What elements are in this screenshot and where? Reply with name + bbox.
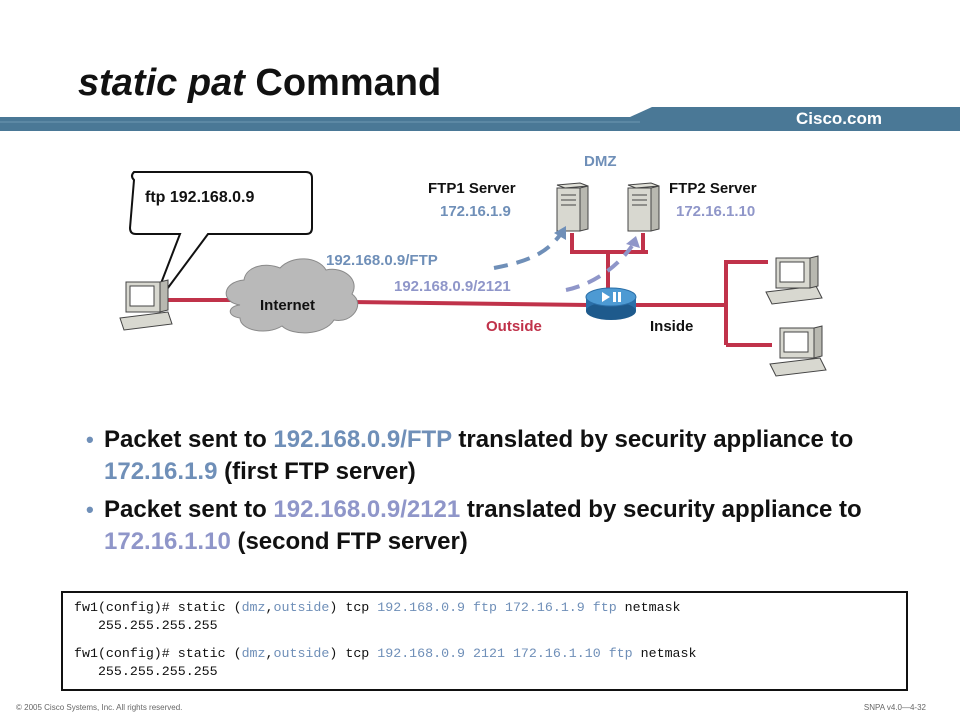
bubble-text: ftp 192.168.0.9	[145, 189, 255, 206]
ftp1-name: FTP1 Server	[428, 180, 516, 197]
client-pc-icon	[119, 279, 173, 331]
inside-pc-1-icon	[765, 255, 823, 305]
internet-cloud	[225, 258, 359, 334]
bullet-list: •Packet sent to 192.168.0.9/FTP translat…	[86, 424, 876, 564]
outside-label: Outside	[486, 318, 542, 335]
flow-arrow-2121	[565, 244, 634, 292]
flow-arrow-2121-head	[626, 236, 640, 248]
ftp2-server-icon	[627, 182, 660, 232]
copyright: © 2005 Cisco Systems, Inc. All rights re…	[16, 703, 183, 712]
cloud-label: Internet	[260, 297, 316, 314]
flow-label-ftp: 192.168.0.9/FTP	[326, 252, 438, 269]
highlight-address: 172.16.1.9	[104, 458, 218, 485]
ftp1-ip: 172.16.1.9	[440, 203, 511, 220]
ftp1-server-icon	[556, 182, 589, 232]
title-command-name: static pat	[78, 62, 245, 104]
highlight-address: 192.168.0.9/2121	[273, 496, 461, 523]
bullet-dot-icon: •	[86, 427, 94, 452]
ftp2-name: FTP2 Server	[669, 180, 757, 197]
flow-arrow-ftp-head	[554, 226, 566, 240]
bullet-item: •Packet sent to 192.168.0.9/2121 transla…	[86, 496, 862, 555]
dmz-label: DMZ	[584, 153, 617, 170]
highlight-address: 192.168.0.9/FTP	[273, 426, 452, 453]
inside-label: Inside	[650, 318, 694, 335]
network-diagram	[119, 171, 827, 377]
header-banner	[0, 107, 960, 131]
command-box: fw1(config)# static (dmz,outside) tcp 19…	[61, 591, 908, 691]
command-line-1: fw1(config)# static (dmz,outside) tcp 19…	[74, 600, 681, 633]
link-internet-firewall	[349, 300, 589, 307]
bullet-dot-icon: •	[86, 497, 94, 522]
security-appliance-icon	[585, 287, 637, 320]
speech-bubble	[128, 171, 313, 313]
cisco-com-logo: Cisco.com	[796, 109, 882, 128]
command-line-2: fw1(config)# static (dmz,outside) tcp 19…	[74, 646, 697, 679]
page-title: static pat Command	[78, 62, 441, 105]
flow-arrow-ftp	[493, 233, 562, 270]
flow-label-2121: 192.168.0.9/2121	[394, 278, 511, 295]
ftp2-ip: 172.16.1.10	[676, 203, 756, 220]
highlight-address: 172.16.1.10	[104, 528, 231, 555]
bullet-item: •Packet sent to 192.168.0.9/FTP translat…	[86, 426, 854, 485]
inside-pc-2-icon	[769, 325, 827, 377]
slide-number: SNPA v4.0—4-32	[863, 703, 926, 712]
title-rest: Command	[255, 62, 442, 104]
